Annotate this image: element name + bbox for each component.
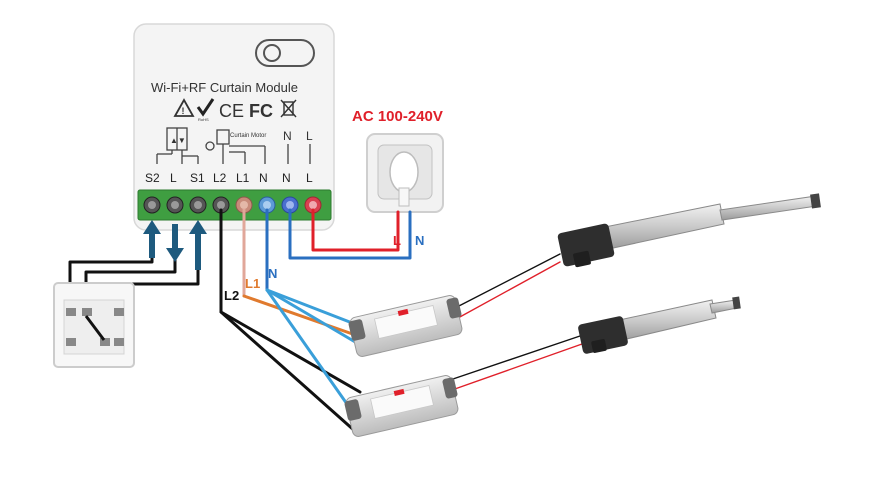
ac-voltage-label: AC 100-240V	[352, 108, 443, 125]
terminal-label: S2	[145, 171, 160, 185]
wire-label-l: L	[393, 233, 401, 248]
terminal-label: L	[170, 171, 177, 185]
terminal-label: L	[306, 171, 313, 185]
ce-mark: CE	[219, 101, 244, 121]
terminal-block	[137, 189, 332, 221]
svg-text:RoHS: RoHS	[198, 117, 209, 122]
power-plug	[389, 151, 419, 193]
module-title: Wi-Fi+RF Curtain Module	[151, 80, 298, 95]
terminal-label: N	[282, 171, 291, 185]
arrow-up-icon	[143, 220, 161, 234]
l2-wire-lower	[219, 310, 358, 434]
power-driver-upper	[348, 295, 463, 357]
terminal-labels: S2 L S1 L2 L1 N N L	[145, 171, 313, 185]
switch-arrows	[143, 220, 207, 270]
actuator-lead-black	[449, 335, 581, 381]
n-wire-lower	[265, 288, 356, 416]
module-body	[133, 23, 335, 231]
top-l-label: L	[306, 129, 313, 143]
wire-label-l2: L2	[224, 288, 239, 303]
l1-wire-orange	[242, 294, 366, 340]
arrow-up-icon	[189, 220, 207, 234]
actuator-lead-black	[454, 253, 561, 309]
wire-label-n: N	[415, 233, 424, 248]
rcm-check-icon	[196, 98, 215, 117]
terminal-label: S1	[190, 171, 205, 185]
wire-label-l1: L1	[245, 276, 260, 291]
terminal-screws	[143, 196, 322, 214]
top-n-label: N	[283, 129, 292, 143]
motor-label: Curtain Motor	[230, 133, 266, 139]
hanger-hole	[263, 44, 281, 62]
warning-icon: !	[173, 98, 195, 117]
terminal-label: N	[259, 171, 268, 185]
neutral-wire	[288, 208, 412, 260]
fcc-mark: FC	[249, 101, 273, 121]
live-wire	[311, 208, 400, 252]
n-wire-branch	[265, 288, 364, 348]
switch-contact	[84, 315, 106, 341]
actuator-motor	[578, 316, 628, 354]
actuator-rod	[719, 195, 818, 221]
power-socket	[366, 133, 444, 213]
svg-text:!: !	[182, 106, 185, 116]
actuator-lead-red	[451, 343, 583, 391]
n-wire-upper	[265, 288, 362, 328]
arrow-down-icon	[166, 248, 184, 262]
wall-switch	[53, 282, 135, 368]
actuator-motor	[557, 223, 615, 267]
linear-actuator-lower	[578, 296, 741, 354]
svg-text:▲▼: ▲▼	[170, 136, 186, 145]
power-driver-lower	[344, 375, 459, 437]
linear-actuator-upper	[557, 193, 821, 268]
switch-schematic	[156, 127, 199, 164]
actuator-lead-red	[457, 261, 561, 319]
curtain-module: Wi-Fi+RF Curtain Module ! RoHS CE FC ▲▼	[133, 23, 335, 231]
weee-bin-icon	[280, 99, 297, 118]
terminal-label: L1	[236, 171, 250, 185]
wire-label-n2: N	[268, 266, 277, 281]
wiring	[68, 208, 583, 434]
terminal-label: L2	[213, 171, 227, 185]
hanger-tab	[255, 39, 315, 67]
motor-schematic	[205, 129, 266, 164]
actuator-body	[599, 203, 725, 251]
